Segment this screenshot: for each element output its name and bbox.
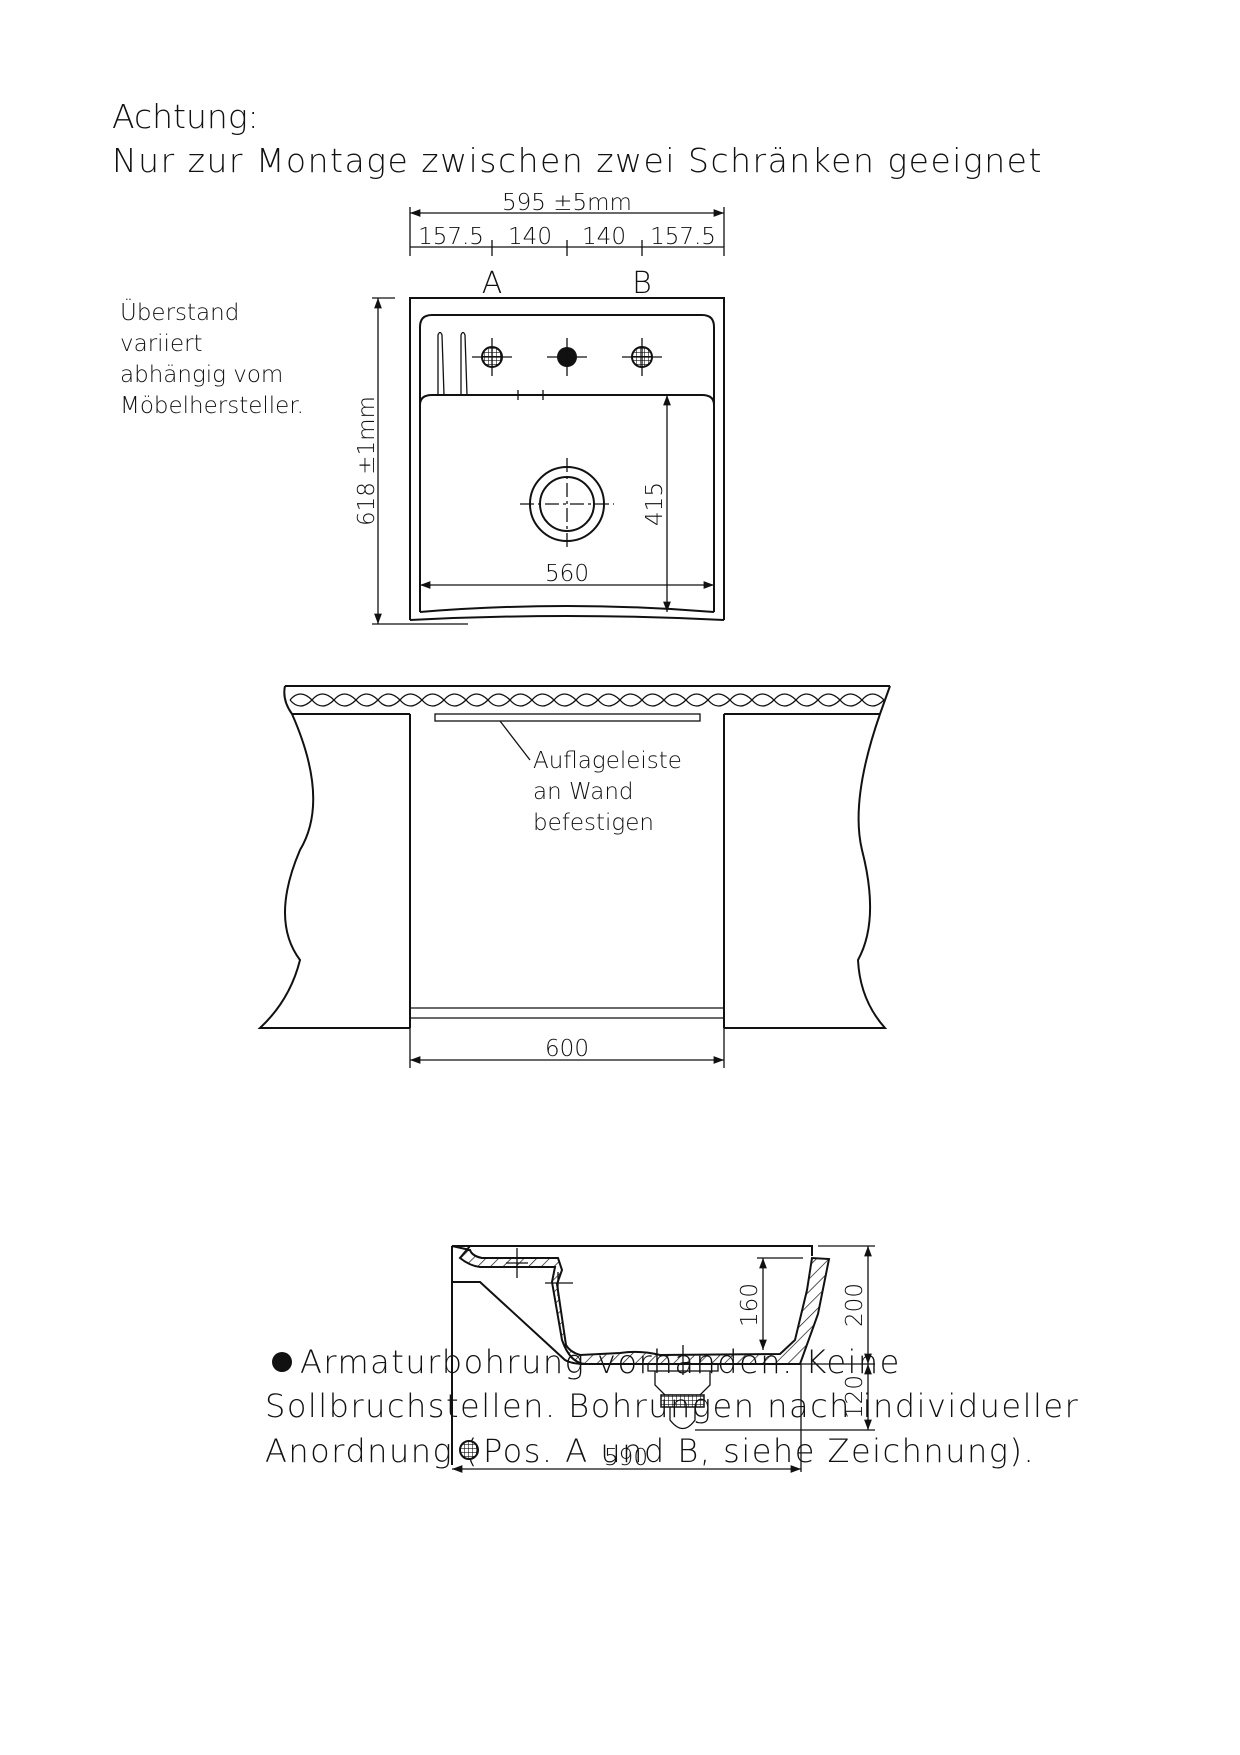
drain-fitting bbox=[647, 1345, 719, 1430]
segment-label: 140 bbox=[508, 224, 552, 250]
sink-plan-view: 415 560 618 ±1mm bbox=[354, 297, 725, 625]
footer-line: Anordnung ( bbox=[265, 1432, 479, 1470]
callout-line: befestigen bbox=[533, 810, 654, 836]
bowl-depth-label: 160 bbox=[737, 1283, 763, 1327]
sink-section-view: 200 120 160 590 bbox=[451, 1245, 875, 1473]
position-b-label: B bbox=[632, 266, 652, 301]
opening-width-label: 600 bbox=[545, 1036, 589, 1062]
warning-text: Nur zur Montage zwischen zwei Schränken … bbox=[112, 141, 1043, 180]
drain-height-label: 120 bbox=[842, 1375, 868, 1419]
footer-line: Sollbruchstellen. Bohrungen nach individ… bbox=[265, 1387, 1079, 1425]
countertop-stones bbox=[289, 693, 885, 707]
tap-hole-center bbox=[547, 338, 587, 376]
grid-hole-icon bbox=[459, 1440, 479, 1460]
footer-line: Pos. A und B, siehe Zeichnung). bbox=[483, 1432, 1035, 1470]
position-a-label: A bbox=[482, 266, 503, 301]
segment-label: 157.5 bbox=[650, 224, 716, 250]
svg-text:Überstand: Überstand bbox=[120, 298, 239, 326]
footer-note: Armaturbohrung vorhanden. Keine Sollbruc… bbox=[265, 1343, 1079, 1470]
bowl-width-label: 560 bbox=[545, 561, 589, 587]
bowl-depth-label: 415 bbox=[642, 482, 668, 526]
svg-text:abhängig vom: abhängig vom bbox=[120, 362, 283, 388]
tap-hole-position-a bbox=[472, 338, 512, 376]
svg-text:Möbelhersteller.: Möbelhersteller. bbox=[120, 393, 304, 419]
overall-width-label: 595 ±5mm bbox=[502, 190, 632, 216]
warning-label: Achtung: bbox=[112, 97, 259, 136]
drain-outlet bbox=[520, 458, 614, 550]
plan-dimensions: 595 ±5mm 157.5 140 140 157.5 A B bbox=[409, 190, 725, 301]
overall-depth-label: 618 ±1mm bbox=[354, 396, 380, 526]
segment-label: 140 bbox=[582, 224, 626, 250]
mounting-rail bbox=[434, 713, 701, 722]
footer-line: Armaturbohrung vorhanden. Keine bbox=[300, 1343, 901, 1381]
segment-label: 157.5 bbox=[418, 224, 484, 250]
overhang-note: Überstand variiert abhängig vom Möbelher… bbox=[120, 298, 304, 419]
callout-line: an Wand bbox=[533, 779, 634, 805]
callout-line: Auflageleiste bbox=[533, 748, 682, 774]
filled-hole-icon bbox=[272, 1352, 292, 1372]
section-width-label: 590 bbox=[604, 1445, 648, 1471]
tap-hole-position-b bbox=[622, 338, 662, 376]
total-height-label: 200 bbox=[842, 1283, 868, 1327]
svg-text:variiert: variiert bbox=[120, 331, 203, 357]
front-view-installation: Auflageleiste an Wand befestigen 600 bbox=[257, 685, 891, 1068]
